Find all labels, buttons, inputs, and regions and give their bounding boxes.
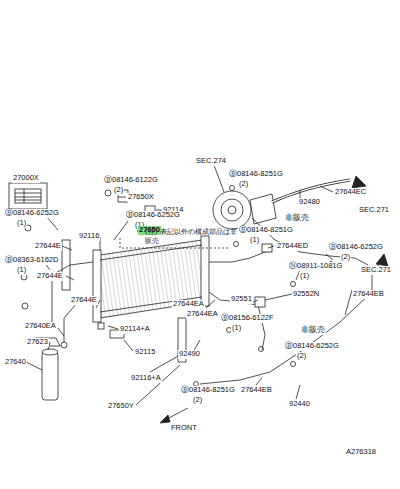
part-number: 92115 [134,348,156,357]
part-number: Ⓑ08363-6162D [4,256,59,265]
part-number: 27644E [70,296,98,305]
part-number: 27650Y [107,402,135,411]
part-number: 27644E [34,242,62,251]
part-number: 27644EB [352,290,385,299]
section-ref: SEC.274 [195,157,227,166]
part-number: Ⓑ08146-6252G [4,209,60,218]
quantity: (2) [113,186,124,195]
direction-label: FRONT [170,424,198,433]
part-number: 92552N [292,290,320,299]
part-number: 92480 [298,198,321,207]
part-number: Ⓝ08911-1081G [288,262,343,271]
part-number: 27644EC [334,188,367,197]
part-number: 92114+A [119,325,151,334]
part-number: 27644EA [186,310,219,319]
note-text: 非販売 [284,214,310,223]
quantity: (1) [16,266,27,275]
part-number: 27644E [36,272,64,281]
section-ref: SEC.271 [358,206,390,215]
section-ref: SEC.271 [360,266,392,275]
part-number: 27644EB [240,386,273,395]
part-number: 92490 [178,350,201,359]
part-number: 27640 [4,358,27,367]
quantity: (2) [340,253,351,262]
assembly-number: 27000X [12,174,40,183]
part-number: Ⓑ08156-6122F [220,314,275,323]
part-number: 92440 [288,400,311,409]
part-number: Ⓑ08146-6122G [103,176,159,185]
part-number: 92116 [78,232,100,241]
part-number: Ⓑ08146-8251G [238,226,294,235]
part-number: Ⓑ08146-8251G [180,386,236,395]
quantity: (2) [238,180,249,189]
part-number: 92116+A [130,374,162,383]
part-number: Ⓑ08146-6252G [284,342,340,351]
part-number: 27650X [127,193,155,202]
part-number: 92551 [230,295,253,304]
quantity: (1) [231,324,242,333]
quantity: (1) [299,272,310,281]
part-number: 27644EA [172,300,205,309]
quantity: (2) [296,352,307,361]
quantity: (1) [16,219,27,228]
part-number: Ⓑ08146-8251G [228,170,284,179]
note-text: (注) 表記以外の構成部品は非販売 [144,228,244,245]
part-number: 27623 [26,338,49,347]
part-number: 27640EA [24,322,57,331]
part-number: Ⓑ08146-6252G [125,211,181,220]
part-number: Ⓑ08146-6252G [328,243,384,252]
note-text: 非販売 [300,326,326,335]
drawing-number: A276318 [345,448,377,457]
quantity: (1) [249,236,260,245]
quantity: (2) [192,396,203,405]
part-number: 27644ED [276,242,309,251]
